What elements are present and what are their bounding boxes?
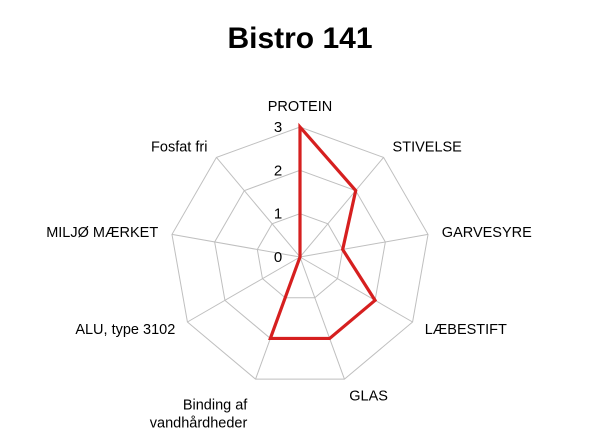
category-label-3: LÆBESTIFT: [425, 322, 507, 338]
grid-ring-3: [171, 126, 429, 380]
radar-series: [268, 122, 378, 341]
spoke-6: [187, 256, 301, 323]
category-labels: PROTEIN STIVELSE GARVESYRE LÆBESTIFT GLAS Bin…: [46, 99, 532, 432]
category-label-1: STIVELSE: [393, 140, 463, 156]
category-label-2: GARVESYRE: [442, 225, 532, 241]
tick-label-0: 0: [274, 249, 282, 266]
category-label-8: Fosfat fri: [151, 140, 207, 156]
radial-tick-labels: 0 1 2 3: [274, 119, 282, 266]
spoke-2: [299, 233, 429, 258]
series-line-0: [268, 122, 378, 341]
tick-label-1: 1: [274, 206, 282, 223]
spoke-4: [299, 256, 345, 380]
spoke-3: [299, 256, 413, 323]
spoke-7: [171, 233, 301, 258]
tick-label-3: 3: [274, 119, 282, 136]
category-label-7: MILJØ MÆRKET: [46, 225, 158, 241]
spoke-1: [299, 157, 384, 258]
tick-label-2: 2: [274, 162, 282, 179]
category-label-0: PROTEIN: [268, 99, 332, 115]
category-label-6: ALU, type 3102: [75, 322, 175, 338]
spoke-8: [216, 157, 301, 258]
category-label-4: GLAS: [349, 388, 388, 404]
chart-title: Bistro 141: [227, 22, 372, 55]
grid-ring-1: [256, 213, 344, 299]
